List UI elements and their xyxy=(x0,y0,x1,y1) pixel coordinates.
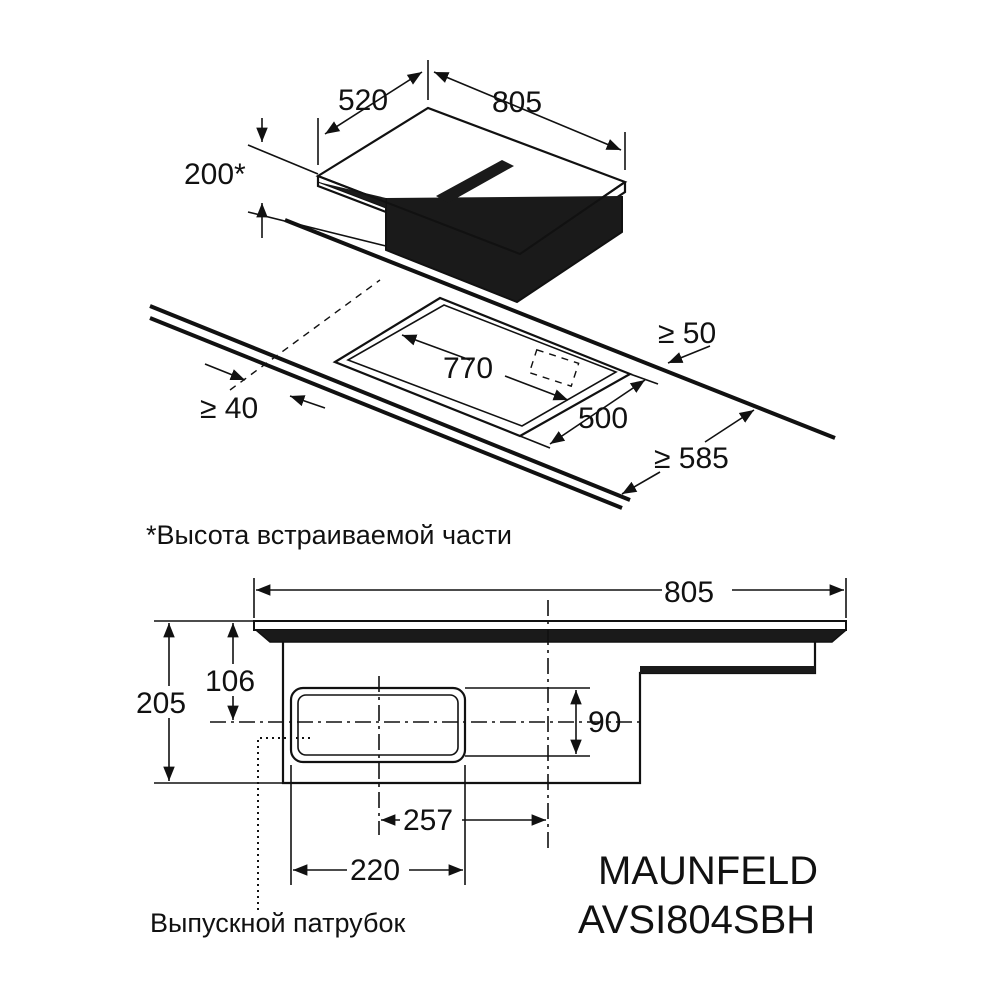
dim-50-arrow xyxy=(667,345,711,364)
dim-770-arrow-left xyxy=(401,334,471,361)
dim-257-label: 257 xyxy=(403,804,453,837)
duct-outline-dashed xyxy=(528,348,580,388)
worktop-rear-edge xyxy=(284,218,836,440)
side-body-step xyxy=(640,666,815,673)
dim-585-arrow-front xyxy=(621,471,661,495)
dim-40-arrow-right xyxy=(289,395,326,409)
dim-520-line xyxy=(324,71,423,135)
dim-500-line xyxy=(549,379,646,445)
dim-770-arrow-right xyxy=(504,375,569,401)
dim-50-label: ≥ 50 xyxy=(658,317,716,350)
cooktop-body xyxy=(385,196,623,304)
side-glass-base xyxy=(255,629,847,643)
duct-inner xyxy=(297,694,459,756)
side-view: 805 205 106 90 257 220 Выпускной патрубо… xyxy=(134,574,847,938)
dim-205-label: 205 xyxy=(136,687,186,720)
cutout-inner xyxy=(346,304,618,427)
brand-name: MAUNFELD xyxy=(598,849,818,893)
dim-90-label: 90 xyxy=(588,706,621,739)
dim-805-side-label: 805 xyxy=(664,576,714,609)
dim-40-arrow-left xyxy=(204,363,246,381)
dim-40-label: ≥ 40 xyxy=(200,392,258,425)
outlet-label: Выпускной патрубок xyxy=(150,908,405,938)
cooktop-body-left xyxy=(317,181,387,209)
dim-500-label: 500 xyxy=(578,402,628,435)
dim-805-top-line xyxy=(433,71,622,151)
isometric-view: 520 805 200* 770 500 ≥ 50 ≥ 40 ≥ 585 xyxy=(149,60,836,510)
footnote: *Высота встраиваемой части xyxy=(146,520,512,550)
side-glass xyxy=(253,620,847,631)
projection-line xyxy=(229,279,381,391)
dim-520-label: 520 xyxy=(338,84,388,117)
dim-805-top-label: 805 xyxy=(492,86,542,119)
duct-outer xyxy=(289,686,467,764)
dim-200-label: 200* xyxy=(184,158,246,191)
worktop-front-edge-bottom xyxy=(149,316,623,510)
worktop-front-edge-top xyxy=(149,304,631,502)
dim-220-label: 220 xyxy=(350,854,400,887)
model-name: AVSI804SBH xyxy=(578,898,815,942)
dim-585-label: ≥ 585 xyxy=(654,442,729,475)
vent-slot xyxy=(436,160,514,203)
dim-106-label: 106 xyxy=(205,665,255,698)
dim-585-arrow-rear xyxy=(704,409,755,443)
dim-770-label: 770 xyxy=(443,352,493,385)
